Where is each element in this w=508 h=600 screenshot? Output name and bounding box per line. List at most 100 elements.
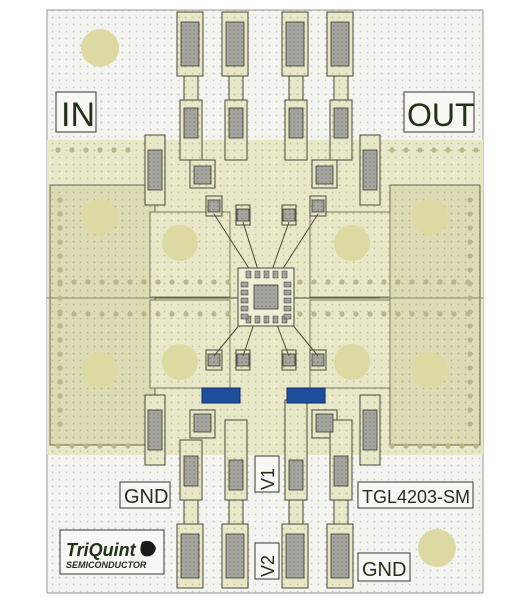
via-rows — [55, 147, 479, 449]
via-hole — [83, 147, 89, 153]
via-hole — [57, 253, 63, 259]
gnd-hole-5 — [162, 225, 198, 261]
ic-pin — [240, 297, 249, 304]
via-hole — [325, 311, 331, 317]
via-hole — [403, 147, 409, 153]
via-hole — [325, 279, 331, 285]
via-hole — [225, 279, 231, 285]
via-hole — [467, 337, 473, 343]
ic-pin — [272, 270, 279, 279]
logo-mark-icon — [140, 540, 156, 557]
gnd-hole-8 — [334, 344, 370, 380]
ic-pin — [240, 281, 249, 288]
via-hole — [71, 279, 77, 285]
via-hole — [311, 279, 317, 285]
via-hole — [57, 407, 63, 413]
via-hole — [431, 147, 437, 153]
via-hole — [395, 311, 401, 317]
via-hole — [467, 225, 473, 231]
via-hole — [467, 295, 473, 301]
via-hole — [467, 281, 473, 287]
via-hole — [183, 279, 189, 285]
via-hole — [423, 279, 429, 285]
via-hole — [85, 311, 91, 317]
via-hole — [225, 311, 231, 317]
gnd-label-box-top — [119, 481, 171, 509]
v1-label: V1 — [258, 468, 278, 490]
via-hole — [367, 311, 373, 317]
via-hole — [459, 147, 465, 153]
via-hole — [111, 147, 117, 153]
ic-pin — [254, 315, 261, 324]
via-hole — [127, 279, 133, 285]
via-hole — [57, 351, 63, 357]
via-hole — [211, 279, 217, 285]
via-hole — [467, 323, 473, 329]
via-hole — [339, 279, 345, 285]
in-label-box — [55, 91, 97, 133]
via-hole — [57, 393, 63, 399]
mounting-holes — [81, 29, 456, 567]
via-hole — [423, 311, 429, 317]
via-hole — [55, 443, 61, 449]
via-hole — [473, 443, 479, 449]
via-hole — [473, 147, 479, 153]
via-hole — [99, 311, 105, 317]
via-hole — [367, 279, 373, 285]
ic-pin — [283, 305, 292, 312]
via-hole — [57, 211, 63, 217]
via-hole — [169, 311, 175, 317]
via-hole — [409, 311, 415, 317]
via-hole — [467, 379, 473, 385]
via-hole — [55, 147, 61, 153]
via-hole — [311, 311, 317, 317]
via-hole — [57, 197, 63, 203]
via-hole — [83, 443, 89, 449]
ic-pin — [283, 313, 292, 320]
mount-hole-br — [418, 529, 456, 567]
via-hole — [467, 407, 473, 413]
ic-pin — [283, 289, 292, 296]
gnd-label-box-bottom — [357, 552, 411, 582]
logo-line-1: TriQuint — [66, 540, 137, 560]
via-hole — [297, 279, 303, 285]
via-hole — [113, 279, 119, 285]
ic-pin — [254, 270, 261, 279]
gnd-hole-7 — [162, 344, 198, 380]
gnd-label-top: GND — [124, 486, 168, 508]
via-hole — [211, 311, 217, 317]
ic-pin — [272, 315, 279, 324]
ic-die-pad — [253, 284, 279, 310]
via-hole — [451, 311, 457, 317]
via-hole — [57, 267, 63, 273]
via-hole — [467, 365, 473, 371]
via-hole — [467, 421, 473, 427]
logo-line-2: SEMICONDUCTOR — [66, 560, 147, 570]
via-hole — [183, 311, 189, 317]
via-hole — [125, 147, 131, 153]
via-hole — [71, 311, 77, 317]
via-hole — [127, 311, 133, 317]
via-hole — [467, 253, 473, 259]
ic-pin — [281, 270, 288, 279]
gnd-label-bottom: GND — [362, 559, 406, 581]
via-hole — [97, 443, 103, 449]
via-hole — [445, 147, 451, 153]
gnd-hole-6 — [334, 225, 370, 261]
mount-hole-tl — [81, 29, 119, 67]
via-hole — [57, 337, 63, 343]
amplifier-ic-package — [237, 267, 295, 327]
via-hole — [389, 147, 395, 153]
ic-pin — [263, 315, 270, 324]
via-hole — [111, 443, 117, 449]
via-hole — [417, 443, 423, 449]
in-label: IN — [61, 96, 95, 134]
gnd-hole-2 — [82, 352, 118, 388]
out-label-box — [403, 91, 475, 133]
triquint-logo: TriQuint SEMICONDUCTOR — [59, 529, 165, 575]
via-hole — [141, 311, 147, 317]
via-hole — [155, 279, 161, 285]
via-hole — [57, 365, 63, 371]
via-hole — [381, 311, 387, 317]
via-hole — [467, 393, 473, 399]
